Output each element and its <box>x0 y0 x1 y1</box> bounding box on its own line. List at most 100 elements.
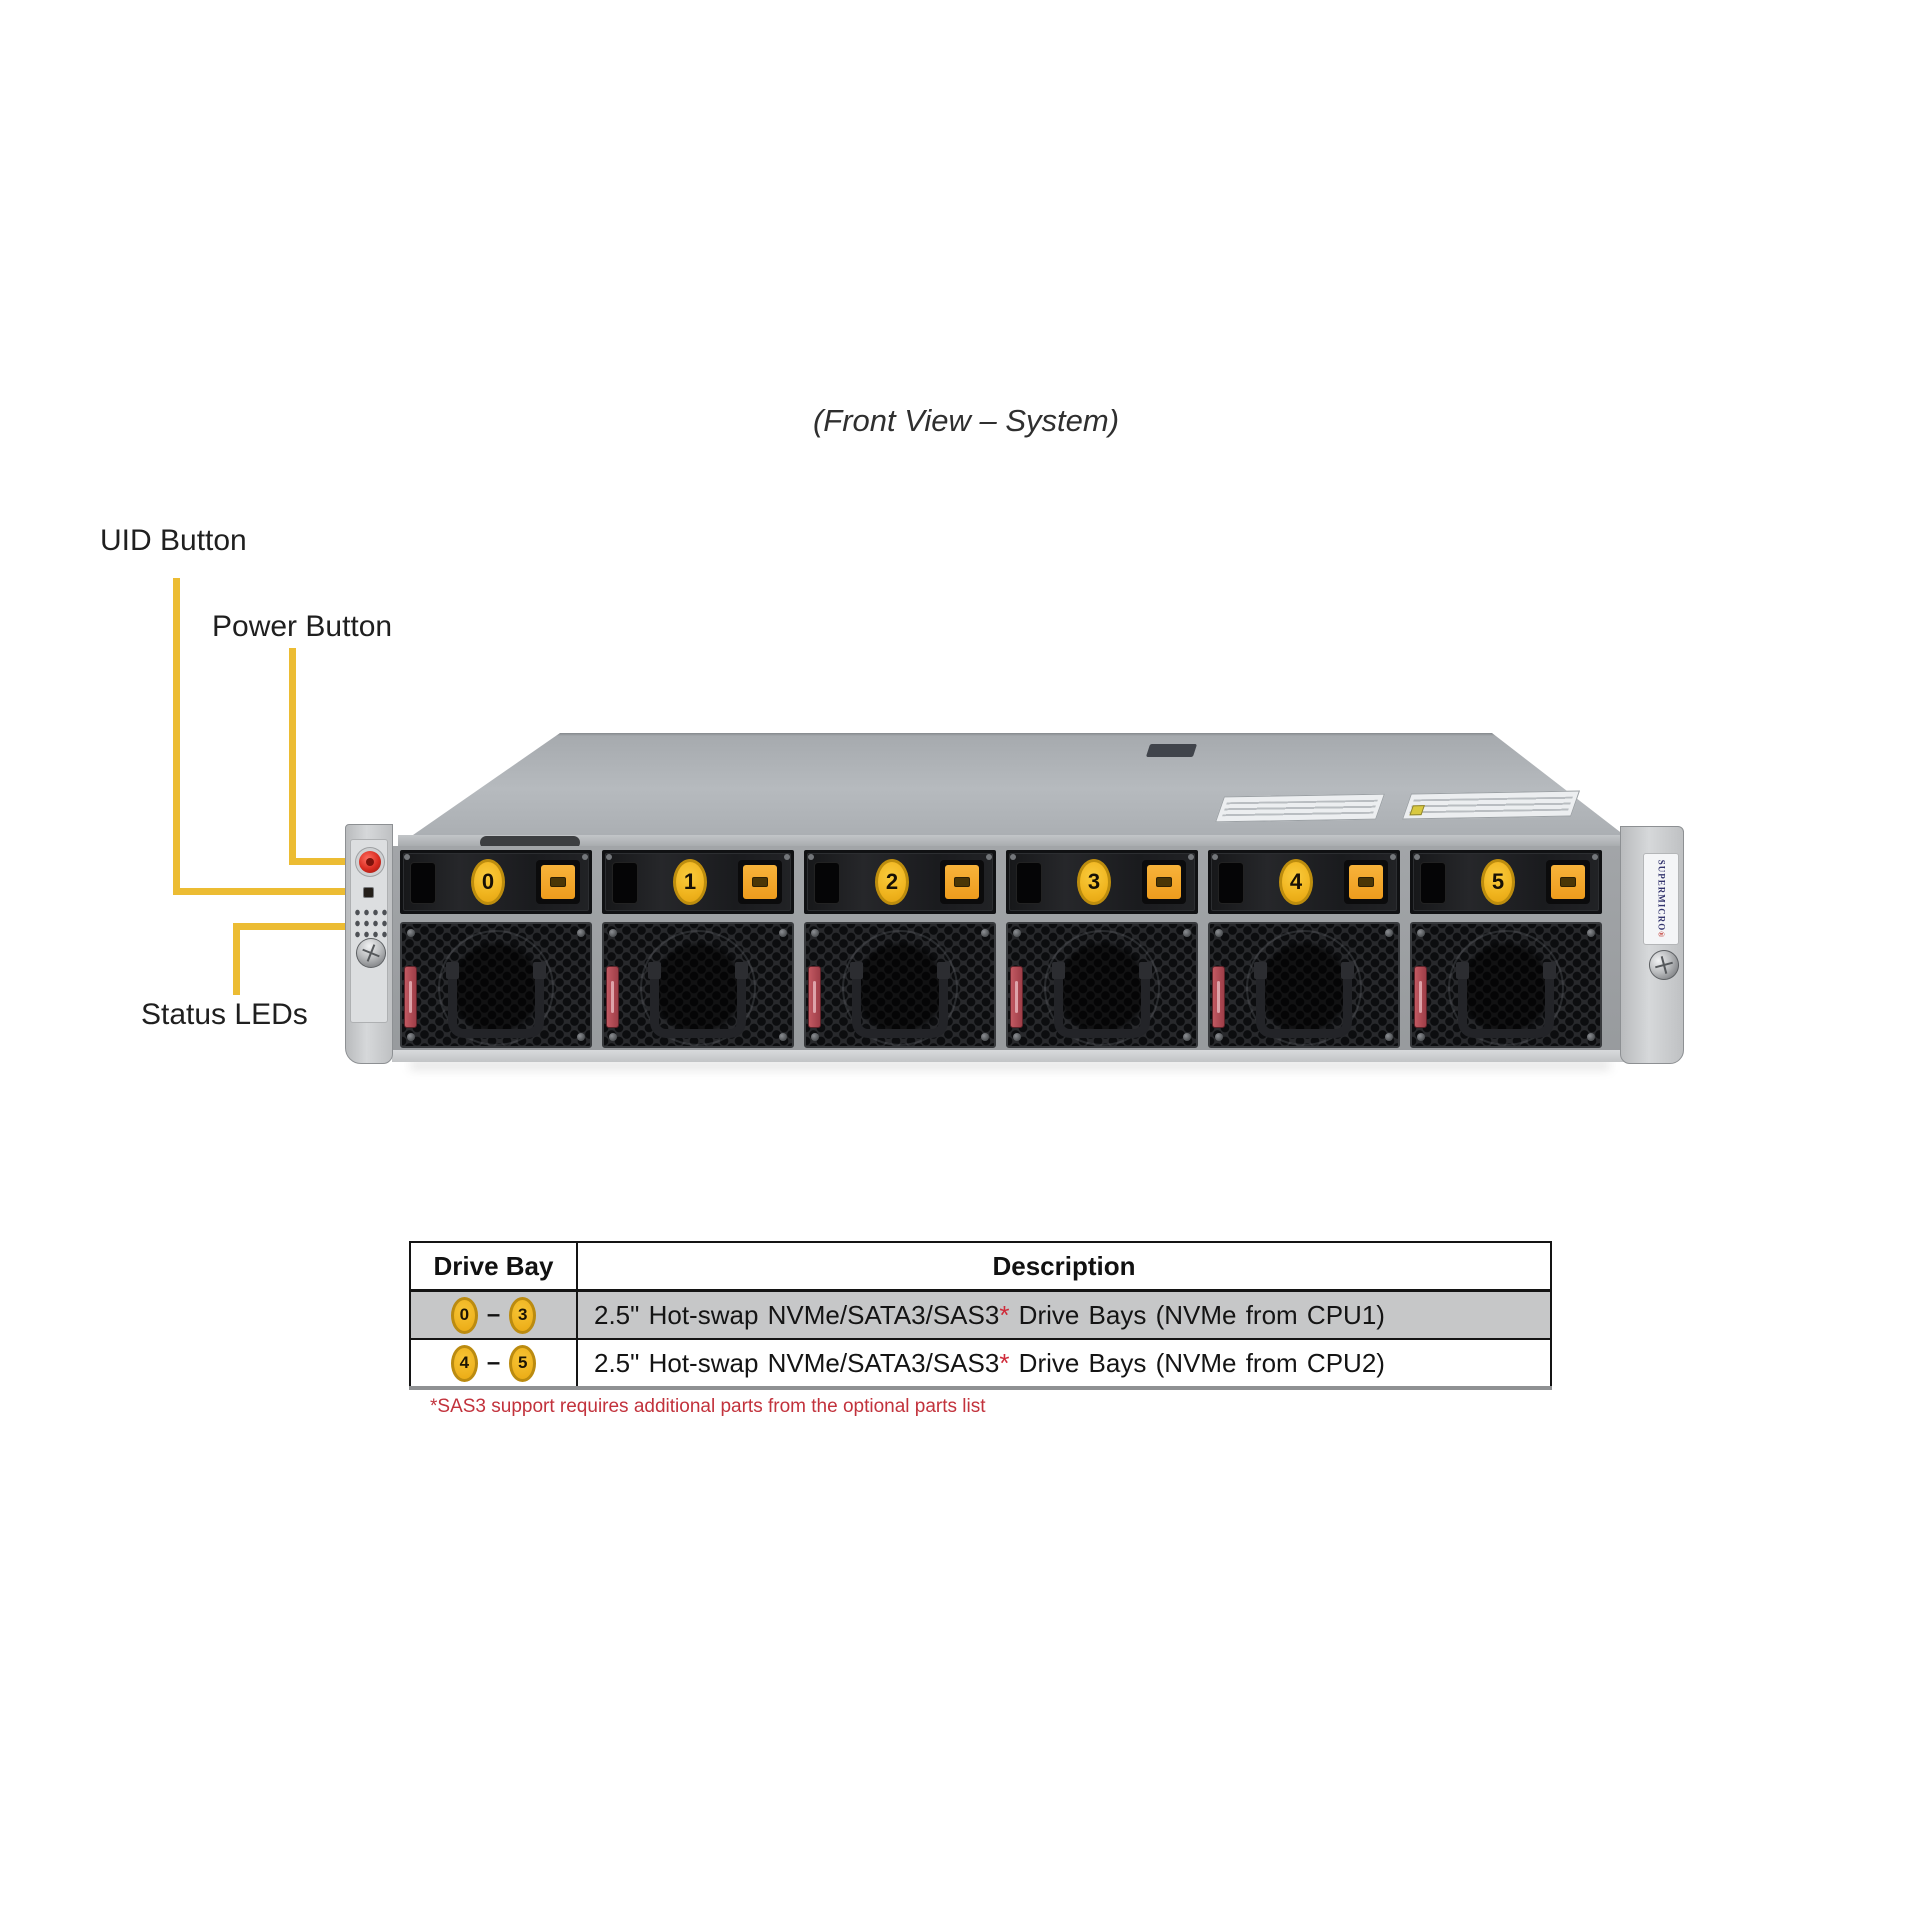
fan-tray <box>602 922 794 1048</box>
chassis-top-label-sticker <box>1215 793 1385 823</box>
drive-carrier-slot <box>1218 862 1244 904</box>
screw-icon <box>404 854 410 860</box>
brand-sticker: SUPERMICRO® <box>1643 853 1679 945</box>
tray-release-latch-icon <box>808 966 821 1028</box>
drive-bay-number-badge: 3 <box>1077 859 1111 905</box>
fan-tray <box>1006 922 1198 1048</box>
drive-bay-latch-recess <box>1344 860 1388 904</box>
screw-icon <box>1183 1033 1191 1041</box>
drive-bay: 0 <box>400 846 592 1062</box>
chassis-front-rim <box>398 835 1624 846</box>
chassis-rim-clip <box>480 836 580 849</box>
screw-icon <box>609 929 617 937</box>
drive-bay-number-badge: 2 <box>875 859 909 905</box>
drive-bay-number-badge: 4 <box>1279 859 1313 905</box>
fan-tray <box>400 922 592 1048</box>
fan-tray <box>1208 922 1400 1048</box>
table-header-row: Drive Bay Description <box>409 1241 1552 1292</box>
drive-bay-number-badge: 1 <box>673 859 707 905</box>
table-row: 4–5 2.5" Hot-swap NVMe/SATA3/SAS3* Drive… <box>409 1338 1552 1389</box>
tray-handle-icon <box>1456 962 1556 1038</box>
drive-carrier-top: 4 <box>1208 850 1400 914</box>
description-text: Drive Bays (NVMe from CPU2) <box>1009 1347 1385 1378</box>
drive-carrier-top: 3 <box>1006 850 1198 914</box>
screw-icon <box>1013 929 1021 937</box>
drive-bay-latch-icon <box>1147 865 1181 899</box>
bay-range-cell: 4–5 <box>409 1338 578 1389</box>
screw-icon <box>407 929 415 937</box>
bay-range-cell: 0–3 <box>409 1289 578 1340</box>
screw-icon <box>1390 854 1396 860</box>
screw-icon <box>1183 929 1191 937</box>
screw-icon <box>577 1033 585 1041</box>
tray-release-latch-icon <box>404 966 417 1028</box>
fan-tray <box>1410 922 1602 1048</box>
range-dash: – <box>486 1301 501 1328</box>
drive-bay-latch-icon <box>1349 865 1383 899</box>
chassis-front-face: 0 <box>392 846 1624 1062</box>
fan-tray <box>804 922 996 1048</box>
chassis-bottom-lip <box>392 1050 1624 1062</box>
drive-bay: 3 <box>1006 846 1198 1062</box>
brand-logo: SUPERMICRO® <box>1656 860 1666 939</box>
drive-carrier-slot <box>1016 862 1042 904</box>
screw-icon <box>577 929 585 937</box>
drive-bay-latch-icon <box>541 865 575 899</box>
chassis-top-face <box>413 733 1624 835</box>
latch-slot <box>1358 877 1374 887</box>
drive-bay-latch-icon <box>945 865 979 899</box>
drive-carrier-top: 0 <box>400 850 592 914</box>
status-leader-line-horizontal <box>233 923 353 930</box>
screw-icon <box>1385 929 1393 937</box>
drive-bay-number-badge: 0 <box>471 859 505 905</box>
drive-bay-table: Drive Bay Description 0–3 2.5" Hot-swap … <box>409 1241 1552 1390</box>
screw-icon <box>1212 854 1218 860</box>
uid-button-label: UID Button <box>100 524 247 557</box>
chassis-shadow <box>410 1060 1610 1070</box>
screw-icon <box>1010 854 1016 860</box>
bay-number-badge: 0 <box>450 1296 478 1334</box>
tray-release-latch-icon <box>606 966 619 1028</box>
drive-carrier-top: 1 <box>602 850 794 914</box>
drive-bay: 2 <box>804 846 996 1062</box>
screw-icon <box>1417 1033 1425 1041</box>
power-button-label: Power Button <box>212 610 393 643</box>
screw-icon <box>981 929 989 937</box>
screw-icon <box>1587 1033 1595 1041</box>
description-text: 2.5" Hot-swap NVMe/SATA3/SAS3 <box>594 1347 1000 1378</box>
drive-bay-latch-recess <box>1142 860 1186 904</box>
uid-button-icon <box>363 887 374 898</box>
screw-icon <box>981 1033 989 1041</box>
drive-carrier-top: 5 <box>1410 850 1602 914</box>
screw-icon <box>1215 929 1223 937</box>
tray-release-latch-icon <box>1414 966 1427 1028</box>
drive-bay: 5 <box>1410 846 1602 1062</box>
thumbscrew-icon <box>1645 946 1683 984</box>
latch-slot <box>954 877 970 887</box>
description-cell: 2.5" Hot-swap NVMe/SATA3/SAS3* Drive Bay… <box>576 1289 1552 1340</box>
drive-carrier-slot <box>410 862 436 904</box>
drive-bay-latch-icon <box>1551 865 1585 899</box>
screw-icon <box>606 854 612 860</box>
figure-title: (Front View – System) <box>812 403 1120 438</box>
table-row: 0–3 2.5" Hot-swap NVMe/SATA3/SAS3* Drive… <box>409 1289 1552 1340</box>
latch-slot <box>550 877 566 887</box>
tray-handle-icon <box>446 962 546 1038</box>
drive-carrier-slot <box>612 862 638 904</box>
drive-bay-number-badge: 5 <box>1481 859 1515 905</box>
screw-icon <box>407 1033 415 1041</box>
drive-carrier-top: 2 <box>804 850 996 914</box>
table-footnote: *SAS3 support requires additional parts … <box>430 1396 986 1417</box>
screw-icon <box>1188 854 1194 860</box>
left-rack-ear <box>345 824 393 1064</box>
screw-icon <box>784 854 790 860</box>
chassis-top-label-sticker <box>1401 790 1581 820</box>
screw-icon <box>811 1033 819 1041</box>
right-rack-ear: SUPERMICRO® <box>1620 826 1684 1064</box>
drive-carrier-slot <box>1420 862 1446 904</box>
screw-icon <box>1215 1033 1223 1041</box>
tray-release-latch-icon <box>1212 966 1225 1028</box>
drive-bay: 1 <box>602 846 794 1062</box>
brand-name: SUPERMICRO <box>1656 859 1666 932</box>
